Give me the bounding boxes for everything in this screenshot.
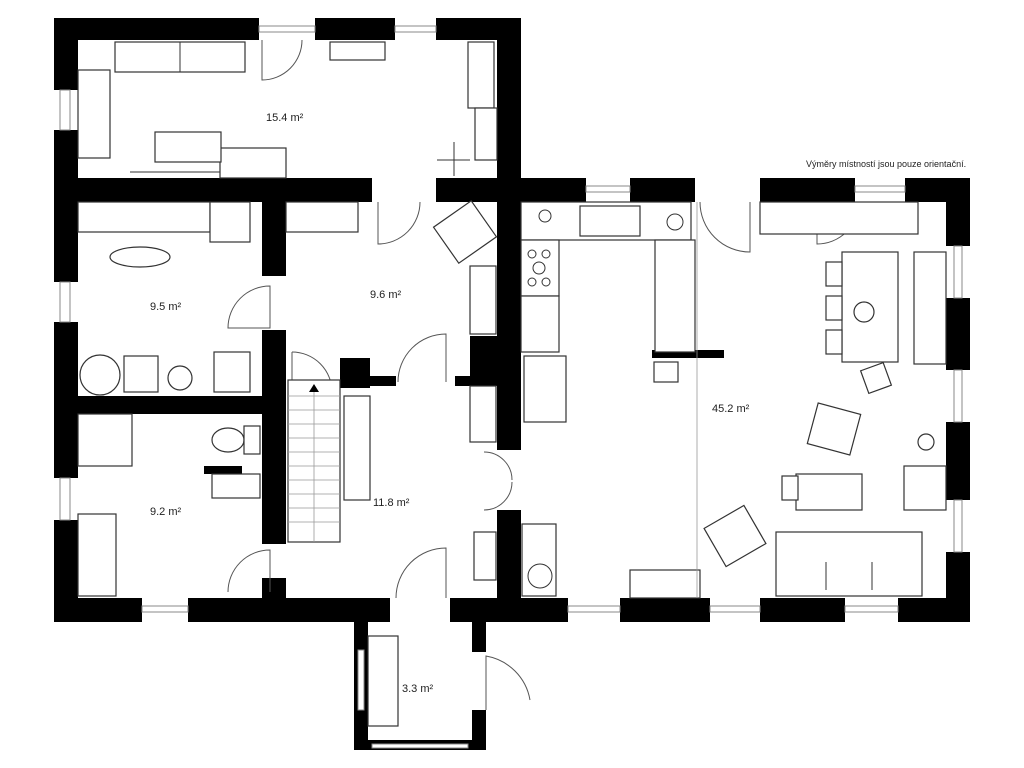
room-area-label: 9.6 m² [370,289,402,301]
room-labels: 15.4 m² 9.5 m² 9.6 m² 9.2 m² 11.8 m² 45.… [150,112,966,695]
doors [227,39,860,710]
disclaimer-note: Výměry místností jsou pouze orientační. [806,159,966,169]
room-area-label: 45.2 m² [712,403,750,415]
room-area-label: 9.2 m² [150,506,182,518]
walls [54,18,970,750]
room-area-label: 15.4 m² [266,112,304,124]
room-area-label: 9.5 m² [150,301,182,313]
room-area-label: 3.3 m² [402,683,434,695]
windows [59,25,963,749]
stair-treads [288,390,340,542]
room-area-label: 11.8 m² [373,497,410,509]
furniture [77,41,947,727]
